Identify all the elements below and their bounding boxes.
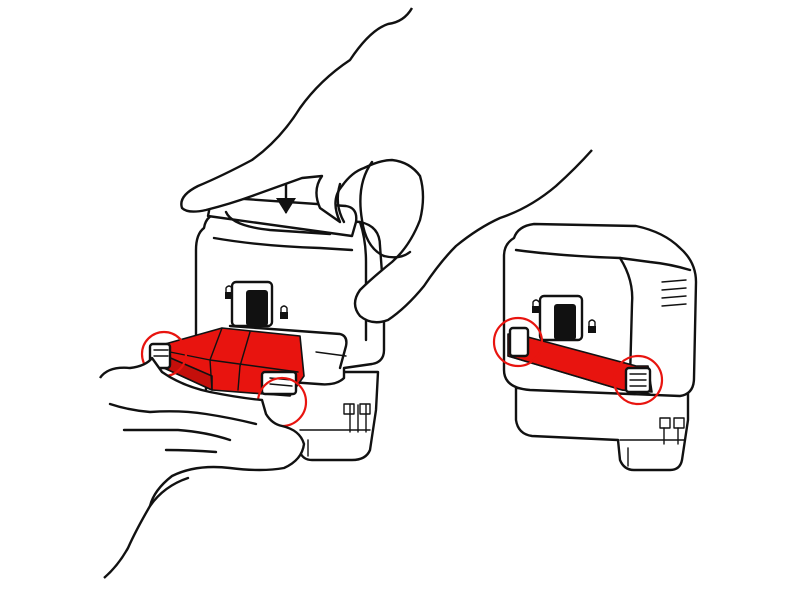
right-highlight-ring-1	[492, 316, 544, 368]
lock-icon	[280, 305, 288, 319]
slider-switch-icon	[246, 290, 268, 326]
left-ink-pad	[148, 327, 305, 397]
right-highlight-ring-2	[612, 354, 664, 406]
hand-icon	[180, 7, 593, 324]
slider-switch-icon	[554, 304, 576, 340]
left-stamp	[99, 7, 593, 579]
lock-icon	[588, 319, 596, 333]
unlock-icon	[532, 299, 540, 313]
right-vents	[661, 279, 687, 307]
right-stamp	[492, 222, 698, 472]
unlock-icon	[225, 285, 233, 299]
right-stamp-base	[514, 386, 690, 472]
